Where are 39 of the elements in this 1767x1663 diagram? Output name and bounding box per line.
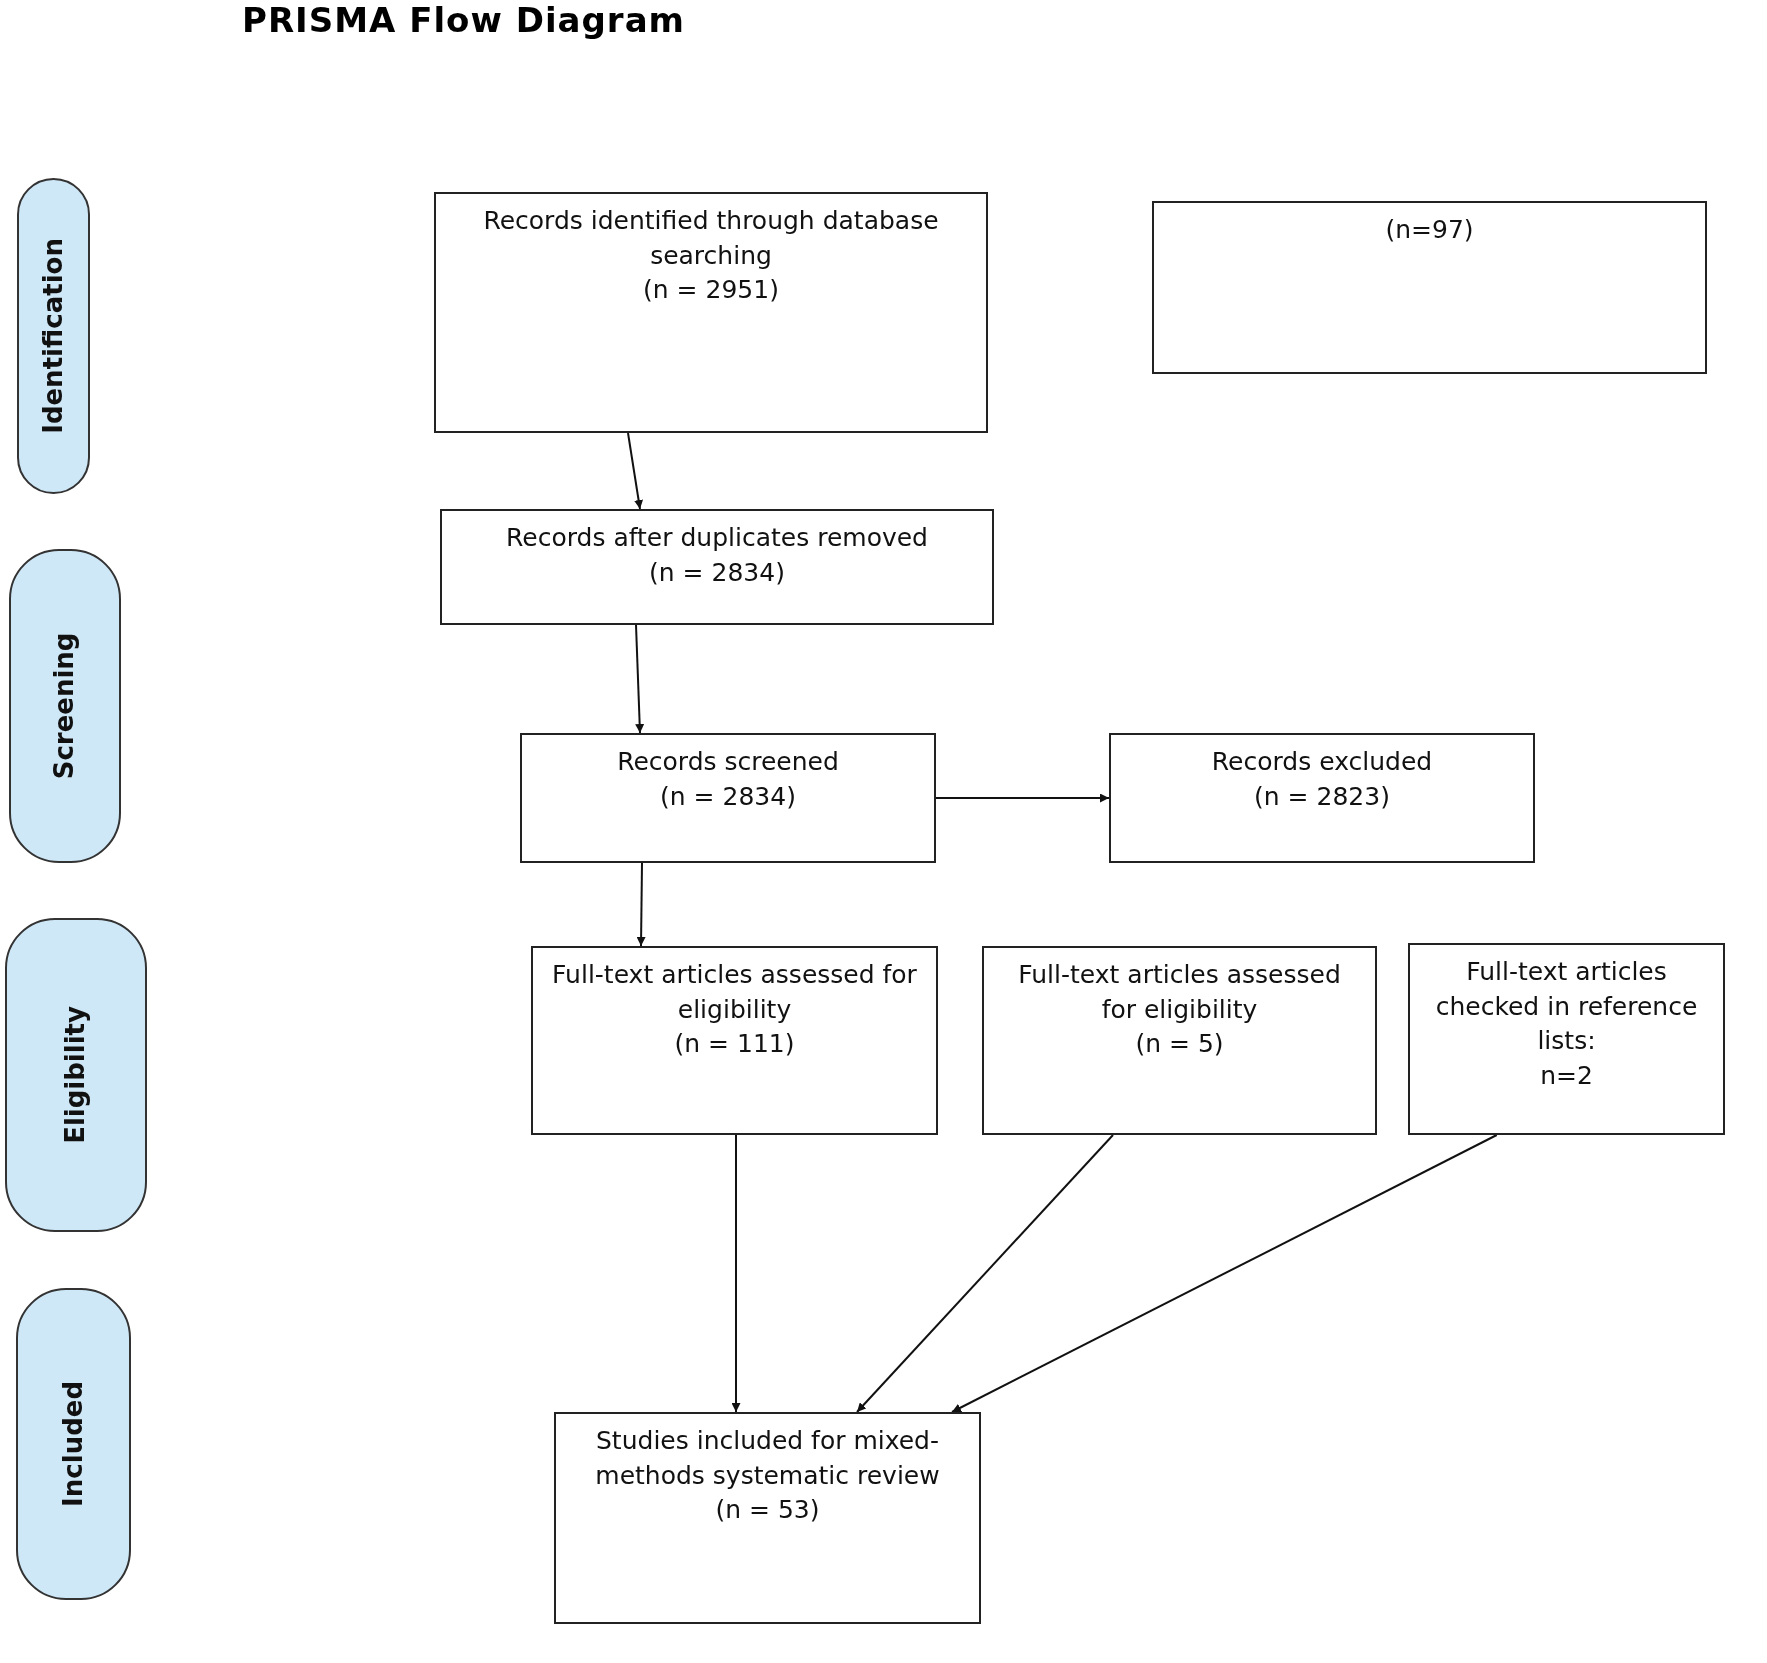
phase-label — [5, 918, 147, 1232]
box-text: (n = 53) — [715, 1494, 820, 1526]
box-text: (n = 2823) — [1254, 780, 1390, 813]
box-text: Records after duplicates removed — [506, 522, 928, 554]
box-text: Full-text articles assessed for eligibility — [1017, 959, 1342, 1026]
arrow — [951, 1134, 1498, 1413]
process-box — [1152, 201, 1707, 374]
box-text: Full-text articles checked in reference lists: — [1434, 956, 1699, 1057]
box-text: n=2 — [1540, 1059, 1593, 1092]
box-text: Studies included for mixed-methods systematic review — [594, 1425, 941, 1492]
arrow — [636, 862, 646, 947]
phase-text: Identification — [36, 238, 69, 434]
diagram-title: PRISMA Flow Diagram — [242, 0, 685, 40]
arrow — [731, 1134, 741, 1413]
phase-text: Eligibility — [59, 1006, 92, 1144]
arrow — [627, 432, 644, 510]
process-box — [1408, 943, 1725, 1135]
phase-text: Screening — [48, 632, 81, 780]
process-box — [440, 509, 994, 625]
box-text: Records screened — [617, 746, 839, 778]
process-box — [531, 946, 938, 1135]
process-box — [520, 733, 936, 863]
box-text: (n = 5) — [1135, 1028, 1224, 1060]
process-box — [982, 946, 1377, 1135]
process-box — [434, 192, 988, 433]
box-text: (n = 2834) — [660, 780, 796, 813]
box-text: Records identified through database searching — [482, 205, 940, 272]
arrow — [856, 1134, 1114, 1413]
box-text: (n = 2951) — [643, 274, 779, 306]
process-box — [1109, 733, 1535, 863]
arrow — [635, 624, 645, 734]
box-text: Records excluded — [1211, 746, 1433, 778]
process-box — [554, 1412, 981, 1624]
box-text: (n = 111) — [674, 1028, 795, 1060]
box-text: (n = 2834) — [649, 556, 785, 589]
arrow — [935, 793, 1110, 803]
phase-text: Included — [56, 1381, 89, 1507]
box-text: Full-text articles assessed for eligibility — [551, 959, 918, 1026]
box-text: (n=97) — [1385, 214, 1474, 246]
